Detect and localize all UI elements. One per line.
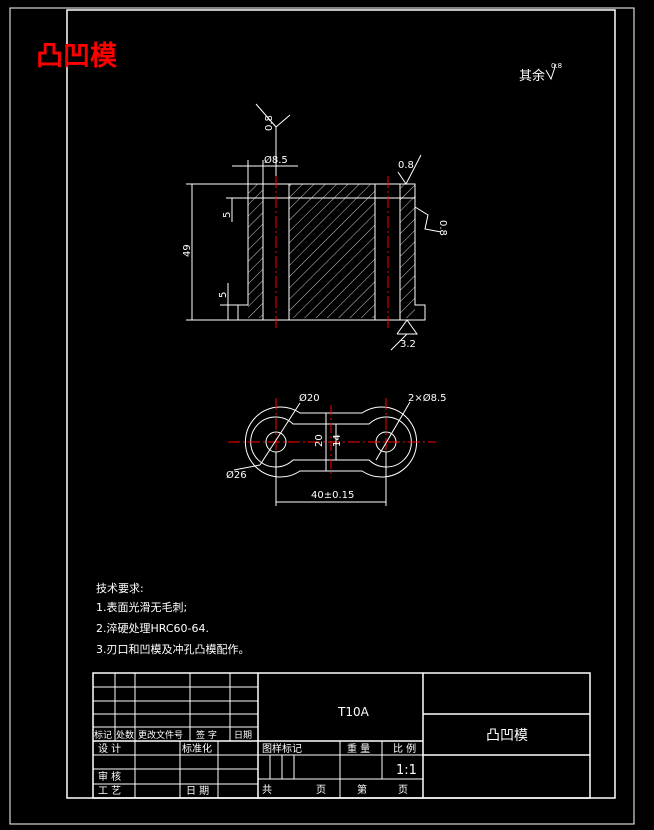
tb-date: 日 期 xyxy=(186,785,209,797)
tb-rev-sign: 签 字 xyxy=(196,729,217,741)
title-block-text: T10A 凸凹模 标记 处数 更改文件号 签 字 日期 设 计 标准化 审 核 … xyxy=(94,705,528,797)
roughness-right-top-value: 0.8 xyxy=(398,160,414,171)
plan-leader-holes xyxy=(375,401,411,461)
tb-total: 共 xyxy=(262,784,272,796)
plan-inner-outline xyxy=(250,416,412,468)
roughness-right-side-value: 0.8 xyxy=(437,220,448,236)
tb-rev-date: 日期 xyxy=(234,730,252,741)
roughness-bottom-icon xyxy=(396,319,418,335)
tb-page: 页 xyxy=(316,784,326,796)
roughness-bottom-leader xyxy=(390,333,408,351)
hatch-center xyxy=(289,184,375,318)
title-block xyxy=(92,672,591,799)
dim-width: 20 xyxy=(314,434,325,447)
tb-process: 工 艺 xyxy=(98,785,121,797)
section-view xyxy=(186,103,442,351)
inner-frame xyxy=(66,9,616,799)
dim-height: 49 xyxy=(182,244,193,257)
tb-stage-mark: 图样标记 xyxy=(262,742,302,755)
outer-frame xyxy=(9,7,635,825)
plan-leader-outer-r xyxy=(259,402,301,466)
plan-dim-labels: Ø20 2×Ø8.5 20 14 Ø26 40±0.15 xyxy=(226,392,447,501)
roughness-note-text: 其余 xyxy=(519,68,545,84)
roughness-symbol-icon xyxy=(545,63,557,81)
technical-requirements: 技术要求: 1.表面光滑无毛刺; 2.淬硬处理HRC60-64. 3.刃口和凹模… xyxy=(96,582,250,656)
tb-review: 审 核 xyxy=(98,770,121,783)
roughness-left-top-value: 0.8 xyxy=(264,115,275,131)
tb-scale-label: 比 例 xyxy=(393,742,416,755)
roughness-note-value: 0.8 xyxy=(551,62,562,70)
dim-outer-r: Ø20 xyxy=(299,392,320,404)
dim-center-dist: 40±0.15 xyxy=(311,490,354,501)
tb-rev-doc: 更改文件号 xyxy=(138,729,183,741)
dim-outer-big: Ø26 xyxy=(226,469,247,481)
plan-outer-outline xyxy=(244,406,418,478)
tb-part-name: 凸凹模 xyxy=(486,728,528,744)
roughness-right-top-icon xyxy=(397,154,422,185)
tb-design: 设 计 xyxy=(98,742,121,755)
title-block-border xyxy=(92,672,591,799)
general-roughness-note: 其余 0.8 xyxy=(519,62,562,84)
roughness-bottom-value: 3.2 xyxy=(400,339,416,350)
section-outer-profile xyxy=(237,183,426,321)
tb-scale: 1:1 xyxy=(396,763,417,778)
drawing-title-red: 凸凹模 xyxy=(36,41,117,72)
tb-sheet-page: 页 xyxy=(398,784,408,796)
roughness-right-side-icon xyxy=(414,206,442,233)
hatch-left-wall xyxy=(248,184,263,318)
plan-leader-outer-big xyxy=(233,464,261,471)
tb-rev-mark: 标记 xyxy=(94,729,112,741)
tech-req-heading: 技术要求: xyxy=(96,582,144,595)
dim-top-dia: Ø8.5 xyxy=(264,154,288,166)
tech-req-item-3: 3.刃口和凹模及冲孔凸模配作。 xyxy=(96,642,250,656)
tb-rev-count: 处数 xyxy=(116,729,134,741)
tb-sheet: 第 xyxy=(357,783,367,796)
tech-req-item-1: 1.表面光滑无毛刺; xyxy=(96,600,187,614)
dim-holes: 2×Ø8.5 xyxy=(408,392,447,404)
section-dim-labels: Ø8.5 49 5 5 0.8 0.8 0.8 3.2 xyxy=(182,115,448,350)
tb-standardize: 标准化 xyxy=(182,742,212,755)
dim-step-top: 5 xyxy=(222,212,233,218)
tech-req-item-2: 2.淬硬处理HRC60-64. xyxy=(96,621,209,635)
dim-inner-w: 14 xyxy=(332,434,343,447)
plan-view xyxy=(228,398,436,506)
tb-material: T10A xyxy=(337,705,370,719)
hatch-right-wall xyxy=(400,184,415,318)
dim-step-bottom: 5 xyxy=(218,292,229,298)
tb-weight: 重 量 xyxy=(347,742,370,755)
